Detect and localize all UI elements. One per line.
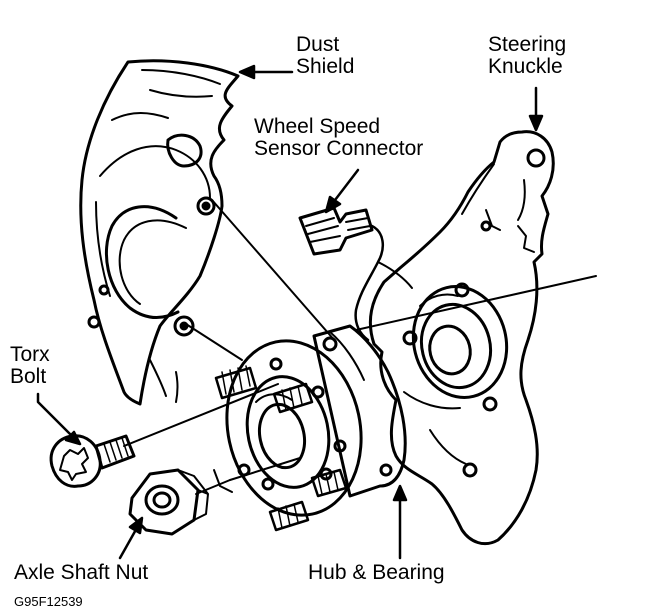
- dust-shield: [79, 59, 240, 406]
- hub-bearing: [213, 324, 407, 532]
- label-torx-bolt-line1: Torx: [10, 343, 50, 366]
- label-steering-knuckle-line2: Knuckle: [488, 55, 563, 78]
- wheel-speed-sensor-connector: [298, 206, 413, 342]
- label-wheel-speed-sensor-connector: Wheel Speed Sensor Connector: [254, 116, 423, 160]
- label-dust-shield-line2: Shield: [296, 55, 355, 78]
- alignment-lines: [123, 199, 597, 495]
- label-wheel-speed-line2: Sensor Connector: [254, 137, 424, 160]
- label-steering-knuckle-line1: Steering: [488, 33, 567, 56]
- steering-knuckle: [368, 130, 555, 546]
- label-steering-knuckle: Steering Knuckle: [488, 34, 566, 78]
- label-torx-bolt-line2: Bolt: [10, 365, 47, 388]
- label-hub-bearing: Hub & Bearing: [308, 561, 445, 584]
- label-torx-bolt: Torx Bolt: [10, 344, 50, 388]
- axle-shaft-nut: [128, 468, 209, 536]
- leader-arrows: [36, 64, 544, 560]
- torx-bolt: [49, 434, 136, 488]
- figure-reference-code: G95F12539: [14, 594, 83, 609]
- label-dust-shield: Dust Shield: [296, 34, 354, 78]
- label-wheel-speed-line1: Wheel Speed: [254, 115, 381, 138]
- label-axle-shaft-nut: Axle Shaft Nut: [14, 561, 149, 584]
- label-dust-shield-line1: Dust: [296, 33, 340, 56]
